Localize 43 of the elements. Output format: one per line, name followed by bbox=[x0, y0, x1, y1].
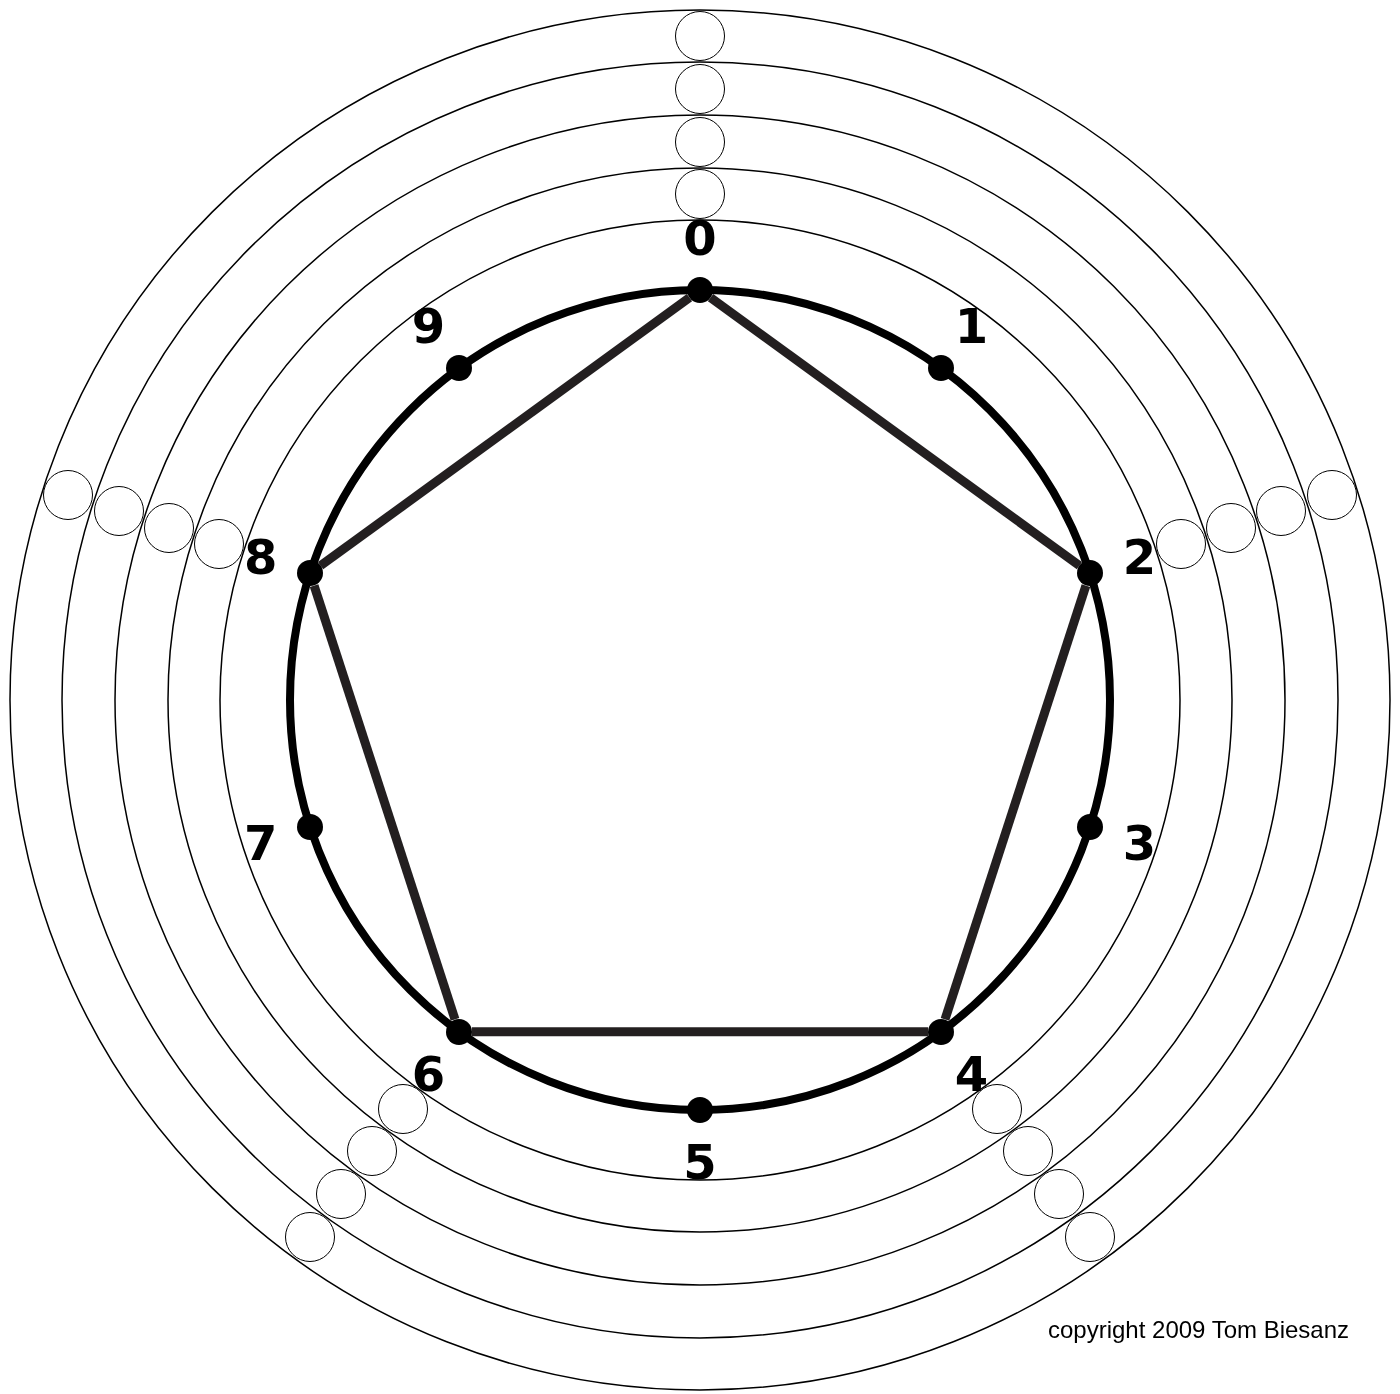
blank-circle bbox=[675, 11, 725, 61]
blank-circle bbox=[193, 518, 244, 569]
blank-circle bbox=[1205, 502, 1256, 553]
blank-circle bbox=[1306, 469, 1357, 520]
point-number: 3 bbox=[1122, 818, 1157, 867]
blank-circle bbox=[43, 469, 94, 520]
point-number: 1 bbox=[954, 302, 989, 351]
blank-circle bbox=[675, 117, 725, 167]
point-number: 8 bbox=[243, 533, 278, 582]
blank-circle bbox=[675, 169, 725, 219]
connector-line bbox=[309, 584, 460, 1021]
point-dot bbox=[687, 1097, 713, 1123]
point-number: 7 bbox=[243, 818, 278, 867]
blank-circle bbox=[1156, 518, 1207, 569]
connector-line bbox=[317, 294, 693, 570]
blank-circle bbox=[93, 486, 144, 537]
point-dot bbox=[928, 355, 954, 382]
copyright-note: copyright 2009 Tom Biesanz bbox=[1048, 1316, 1350, 1344]
point-dot bbox=[446, 1018, 472, 1045]
blank-circle bbox=[1034, 1169, 1085, 1220]
point-number: 6 bbox=[411, 1049, 446, 1098]
point-dot bbox=[446, 355, 472, 382]
point-dot bbox=[687, 277, 713, 303]
blank-circle bbox=[675, 64, 725, 114]
point-dot bbox=[1076, 560, 1103, 587]
connector-line bbox=[472, 1027, 928, 1037]
point-dot bbox=[297, 813, 324, 840]
blank-circle bbox=[1256, 486, 1307, 537]
blank-circle bbox=[144, 502, 195, 553]
point-number: 2 bbox=[1122, 533, 1157, 582]
blank-circle bbox=[347, 1126, 397, 1177]
blank-circle bbox=[284, 1212, 335, 1263]
blank-circle bbox=[1002, 1126, 1053, 1177]
blank-circle bbox=[1065, 1212, 1116, 1263]
point-dot bbox=[1076, 813, 1103, 840]
point-number: 4 bbox=[954, 1049, 989, 1098]
point-number: 9 bbox=[411, 302, 446, 351]
point-number: 0 bbox=[683, 214, 717, 262]
point-number: 5 bbox=[683, 1138, 717, 1186]
blank-circle bbox=[315, 1169, 366, 1220]
connector-line bbox=[940, 584, 1091, 1021]
point-dot bbox=[297, 560, 324, 587]
connector-line bbox=[707, 294, 1083, 570]
